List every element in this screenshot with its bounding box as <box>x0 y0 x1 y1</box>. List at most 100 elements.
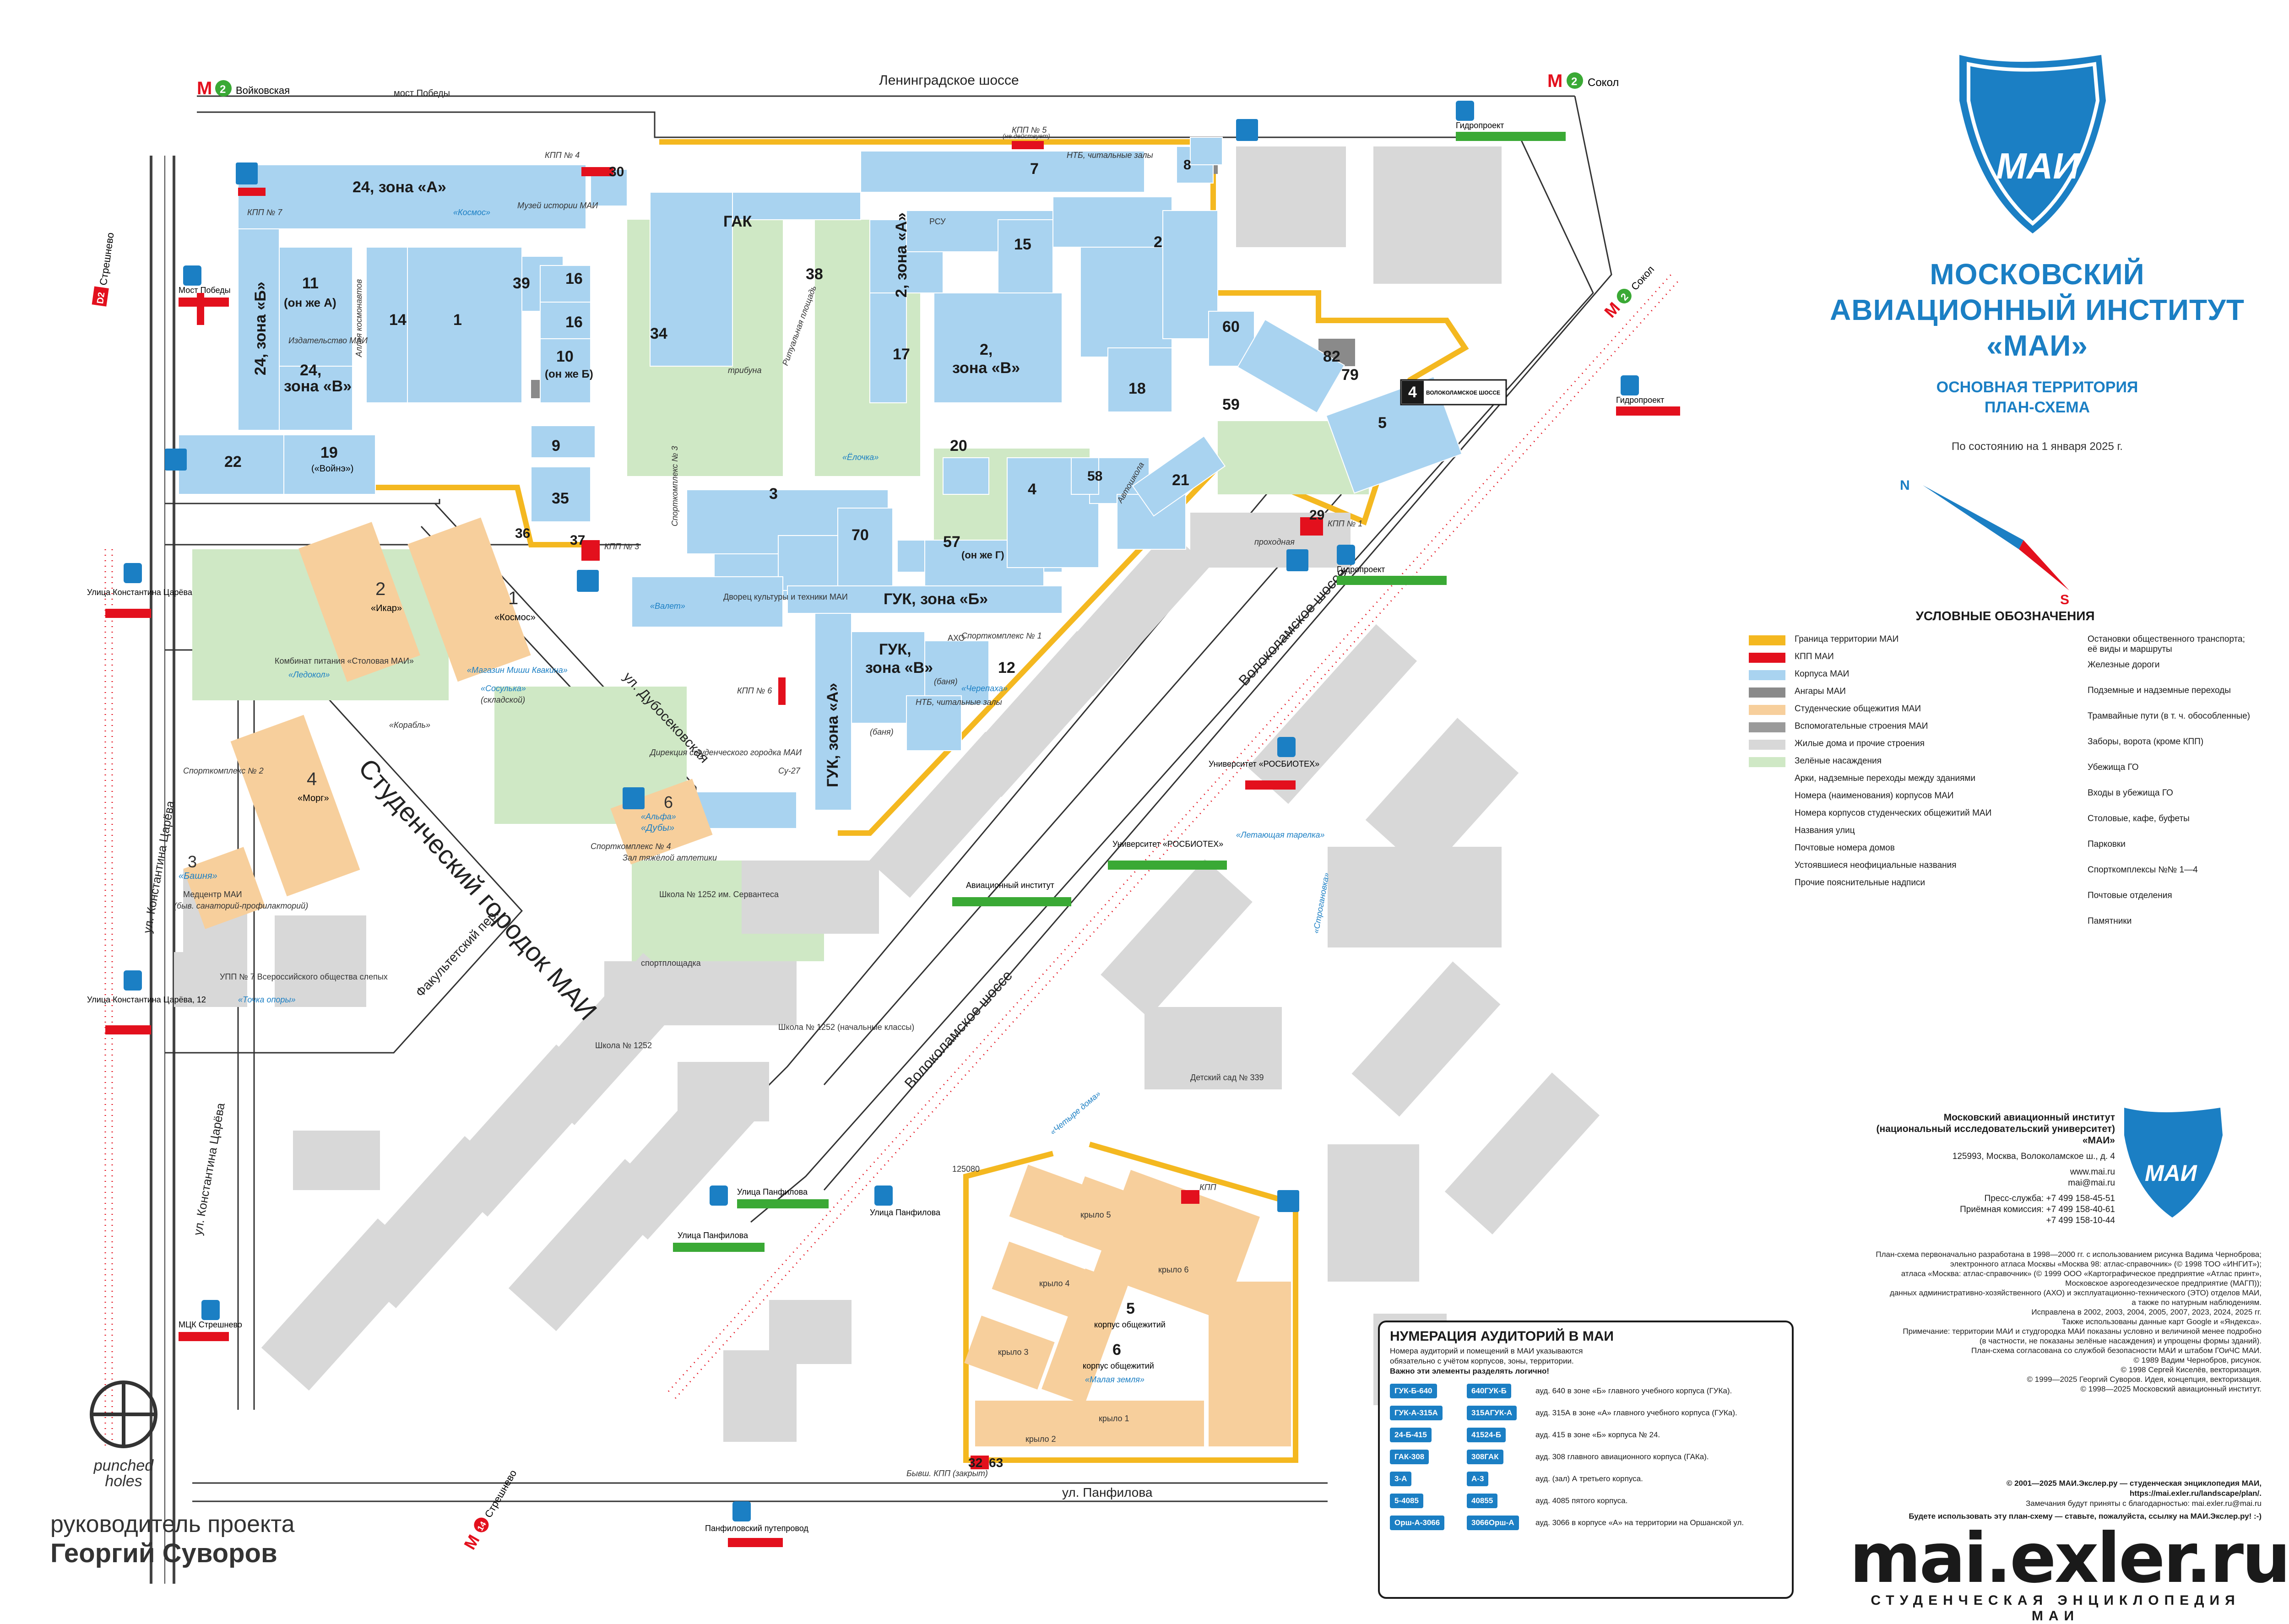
label-b36: 36 <box>515 526 530 541</box>
legend-right-text: Памятники <box>2088 916 2132 926</box>
legend-right-text: Железные дороги <box>2088 660 2160 670</box>
contacts-phone: +7 499 158-10-44 <box>2046 1216 2115 1225</box>
note-medcentr-s: (быв. санаторий-профилакторий) <box>174 901 308 910</box>
svg-text:ВОЛОКОЛАМСКОЕ ШОССЕ: ВОЛОКОЛАМСКОЕ ШОССЕ <box>1426 390 1500 396</box>
contacts: Московский авиационный институт (национа… <box>1785 1112 2115 1226</box>
label-b19: 19 <box>320 444 338 461</box>
label-b82: 82 <box>1323 348 1340 365</box>
stop-mcd-streshnevo: МЦК Стрешнево <box>179 1300 242 1341</box>
legend-text: Вспомогательные строения МАИ <box>1795 721 1928 731</box>
label-b2v2: зона «В» <box>952 359 1020 377</box>
legend-swatch <box>1749 844 1785 854</box>
contacts-email[interactable]: mai@mai.ru <box>2068 1178 2115 1188</box>
legend-text: Граница территории МАИ <box>1795 634 1899 644</box>
legend-swatch <box>1749 722 1785 732</box>
label-b2: 2 <box>1154 233 1162 251</box>
auditorium-desc: ауд. 4085 пятого корпуса. <box>1535 1496 1628 1505</box>
stop-gidroproekt-2: Гидропроект <box>1616 375 1680 416</box>
note-cherepaha: «Черепаха» <box>961 684 1008 693</box>
legend-item-right: Входы в убежища ГО <box>2033 785 2262 811</box>
note-bannaya: (баня) <box>870 727 894 736</box>
label-b21: 21 <box>1172 471 1189 489</box>
stop-rosbiotech-2: Университет «РОСБИОТЕХ» <box>1108 839 1227 870</box>
note-kpp5: КПП № 5 <box>1012 125 1047 135</box>
note-sport1: Спорткомплекс № 1 <box>961 631 1042 640</box>
label-b19s: («Войнэ») <box>311 464 353 474</box>
note-banya: (баня) <box>934 677 958 686</box>
parking-markers <box>165 119 1308 1212</box>
label-b39: 39 <box>513 275 530 292</box>
legend-text: Прочие пояснительные надписи <box>1795 878 1926 888</box>
building-labels: 24, зона «А» 24, зона «Б» 24, зона «В» 1… <box>224 157 1387 1470</box>
label-b24v1: 24, <box>300 362 321 379</box>
note-stolovaya: Комбинат питания «Столовая МАИ» <box>275 656 414 666</box>
stop-kzaryova-1: Улица Константина Царёва <box>87 563 193 618</box>
legend-right-text: Столовые, кафе, буфеты <box>2088 814 2190 823</box>
auditorium-code-b: 315АГУК-А <box>1467 1406 1517 1420</box>
credit-line: а также по натурным наблюдениям. <box>2132 1298 2262 1307</box>
label-b9: 9 <box>552 437 560 455</box>
note-shkola1252a: Школа № 1252 им. Сервантеса <box>659 890 779 899</box>
legend-text: Зелёные насаждения <box>1795 756 1882 766</box>
auditorium-code-b: 308ГАК <box>1467 1450 1503 1464</box>
label-guk-v2: зона «В» <box>865 659 933 677</box>
ph-logo-line-2: holes <box>105 1472 142 1490</box>
note-ledokol: «Ледокол» <box>288 670 330 679</box>
note-sportploshchadka: спортплощадка <box>641 958 701 968</box>
street-volokolamskoe-1: Волоколамское шоссе <box>1235 564 1350 689</box>
auditorium-code-a: 3-А <box>1390 1472 1412 1486</box>
label-b6kor: 6 <box>1112 1341 1121 1359</box>
brand-sub: СТУДЕНЧЕСКАЯ ЭНЦИКЛОПЕДИЯ МАИ <box>1871 1593 2240 1624</box>
note-malaya-zemlya: «Малая земля» <box>1085 1375 1144 1384</box>
legend-text: КПП МАИ <box>1795 652 1834 661</box>
svg-text:Улица Константина Царёва, 12: Улица Константина Царёва, 12 <box>87 995 206 1004</box>
svg-text:Улица Константина Царёва: Улица Константина Царёва <box>87 588 193 597</box>
label-b20: 20 <box>950 437 967 455</box>
dorm-3-name: «Башня» <box>179 871 217 881</box>
note-ritual: Ритуальная площадь <box>781 284 818 367</box>
legend-item-right: Столовые, кафе, буфеты <box>2033 811 2262 837</box>
street-volokolamskoe-2: Волоколамское шоссе <box>901 967 1015 1092</box>
subtitle-2: ПЛАН-СХЕМА <box>1984 399 2090 416</box>
dorm-1-num: 1 <box>508 588 518 608</box>
note-krylo3: крыло 3 <box>998 1348 1029 1357</box>
legend-text: Арки, надземные переходы между зданиями <box>1795 774 1976 783</box>
site-info: © 2001—2025 МАИ.Экслер.ру — студенческая… <box>1808 1478 2262 1521</box>
contacts-line-1: Московский авиационный институт <box>1943 1112 2115 1123</box>
label-guk-v1: ГУК, <box>879 641 911 658</box>
auditorium-desc: ауд. 308 главного авиационного корпуса (… <box>1535 1452 1709 1461</box>
auditorium-numbering-box: НУМЕРАЦИЯ АУДИТОРИЙ В МАИ Номера аудитор… <box>1378 1321 1794 1599</box>
svg-text:M: M <box>1547 71 1562 91</box>
contacts-web[interactable]: www.mai.ru <box>2070 1167 2115 1177</box>
contacts-press: Пресс-служба: +7 499 158-45-51 <box>1984 1194 2115 1203</box>
legend-item: Почтовые номера домов <box>1749 840 2005 858</box>
stop-rosbiotech-1: Университет «РОСБИОТЕХ» <box>1209 737 1319 790</box>
label-b2v1: 2, <box>980 341 993 358</box>
note-upp: УПП № 7 Всероссийского общества слепых <box>220 972 388 981</box>
credit-line: © 1998—2025 Московский авиационный инсти… <box>2080 1385 2262 1393</box>
legend-item-right: Трамвайные пути (в т. ч. обособленные) <box>2033 709 2262 734</box>
credit-line: данных административно-хозяйственного (А… <box>1889 1288 2262 1297</box>
legend-item-right: Спорткомплексы №№ 1—4 <box>2033 862 2262 888</box>
bus-stops: Гидропроект Гидропроект Гидропроект Унив… <box>87 101 1680 1547</box>
label-b22: 22 <box>224 453 242 471</box>
legend-swatch <box>1749 774 1785 785</box>
site-line-2[interactable]: https://mai.exler.ru/landscape/plan/. <box>2129 1489 2262 1498</box>
legend: УСЛОВНЫЕ ОБОЗНАЧЕНИЯ Граница территории … <box>1749 609 2262 926</box>
legend-item: Вспомогательные строения МАИ <box>1749 719 2005 736</box>
street-panfilova: ул. Панфилова <box>1062 1485 1153 1499</box>
auditorium-desc: ауд. 640 в зоне «Б» главного учебного ко… <box>1535 1386 1732 1395</box>
svg-text:Войковская: Войковская <box>236 85 290 96</box>
legend-text: Жилые дома и прочие строения <box>1795 739 1925 748</box>
tram-lines <box>104 274 1679 1446</box>
auditorium-desc: ауд. 3066 в корпусе «А» на территории на… <box>1535 1518 1744 1527</box>
note-tribuna: трибуна <box>728 366 761 375</box>
note-magazin: «Магазин Миши Квакина» <box>467 666 568 675</box>
note-rsu: РСУ <box>929 217 946 226</box>
metro-sokol-top: M 2 Сокол <box>1547 71 1619 91</box>
note-letayushaya: «Летающая тарелка» <box>1236 830 1325 839</box>
